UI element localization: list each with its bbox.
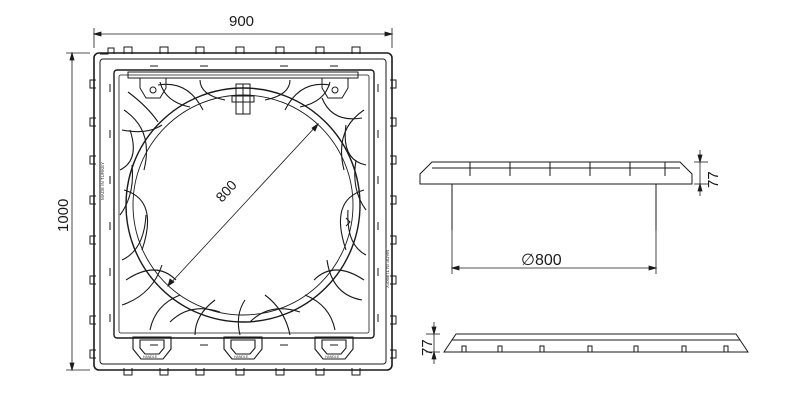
cover-plate-inner — [118, 74, 370, 334]
stamp-handle-right: HANDLE — [325, 355, 340, 359]
hinge-block — [231, 83, 255, 115]
side-height-label: 77 — [705, 171, 722, 188]
top-left-lock — [139, 77, 167, 99]
frame-outer — [93, 52, 393, 371]
height-dimension-label: 1000 — [55, 199, 72, 232]
handle-center — [223, 336, 263, 360]
rib-pattern — [119, 79, 367, 336]
opening-dimension-label: 800 — [212, 177, 240, 205]
side-height-dimension — [694, 150, 708, 196]
edge-ticks — [109, 65, 379, 346]
top-locking-bar — [127, 71, 359, 79]
stamp-left: MADE IN TURKEY — [100, 162, 105, 200]
stamp-handle-left: HANDLE — [143, 355, 158, 359]
handle-left — [132, 336, 172, 360]
side-view — [419, 161, 693, 230]
bottom-height-label: 77 — [419, 339, 436, 356]
diagonal-dimension — [167, 122, 319, 287]
height-dimension — [66, 51, 90, 372]
frame-inner-1 — [99, 58, 387, 365]
bottom-height-dimension — [426, 322, 440, 364]
frame-lugs — [89, 46, 397, 376]
top-right-lock — [321, 77, 349, 99]
cover-plate — [113, 69, 375, 339]
stamp-handle-center: HANDLE — [234, 355, 249, 359]
stamp-right: MADE IN TURKEY — [385, 250, 390, 288]
handle-right — [314, 336, 354, 360]
top-view — [89, 46, 397, 376]
width-dimension — [92, 28, 394, 48]
bottom-side-view — [443, 333, 749, 353]
diameter-dimension — [450, 230, 658, 274]
width-dimension-label: 900 — [229, 13, 254, 30]
circle-marker — [345, 217, 351, 227]
diameter-dimension-label: ∅800 — [521, 252, 562, 269]
